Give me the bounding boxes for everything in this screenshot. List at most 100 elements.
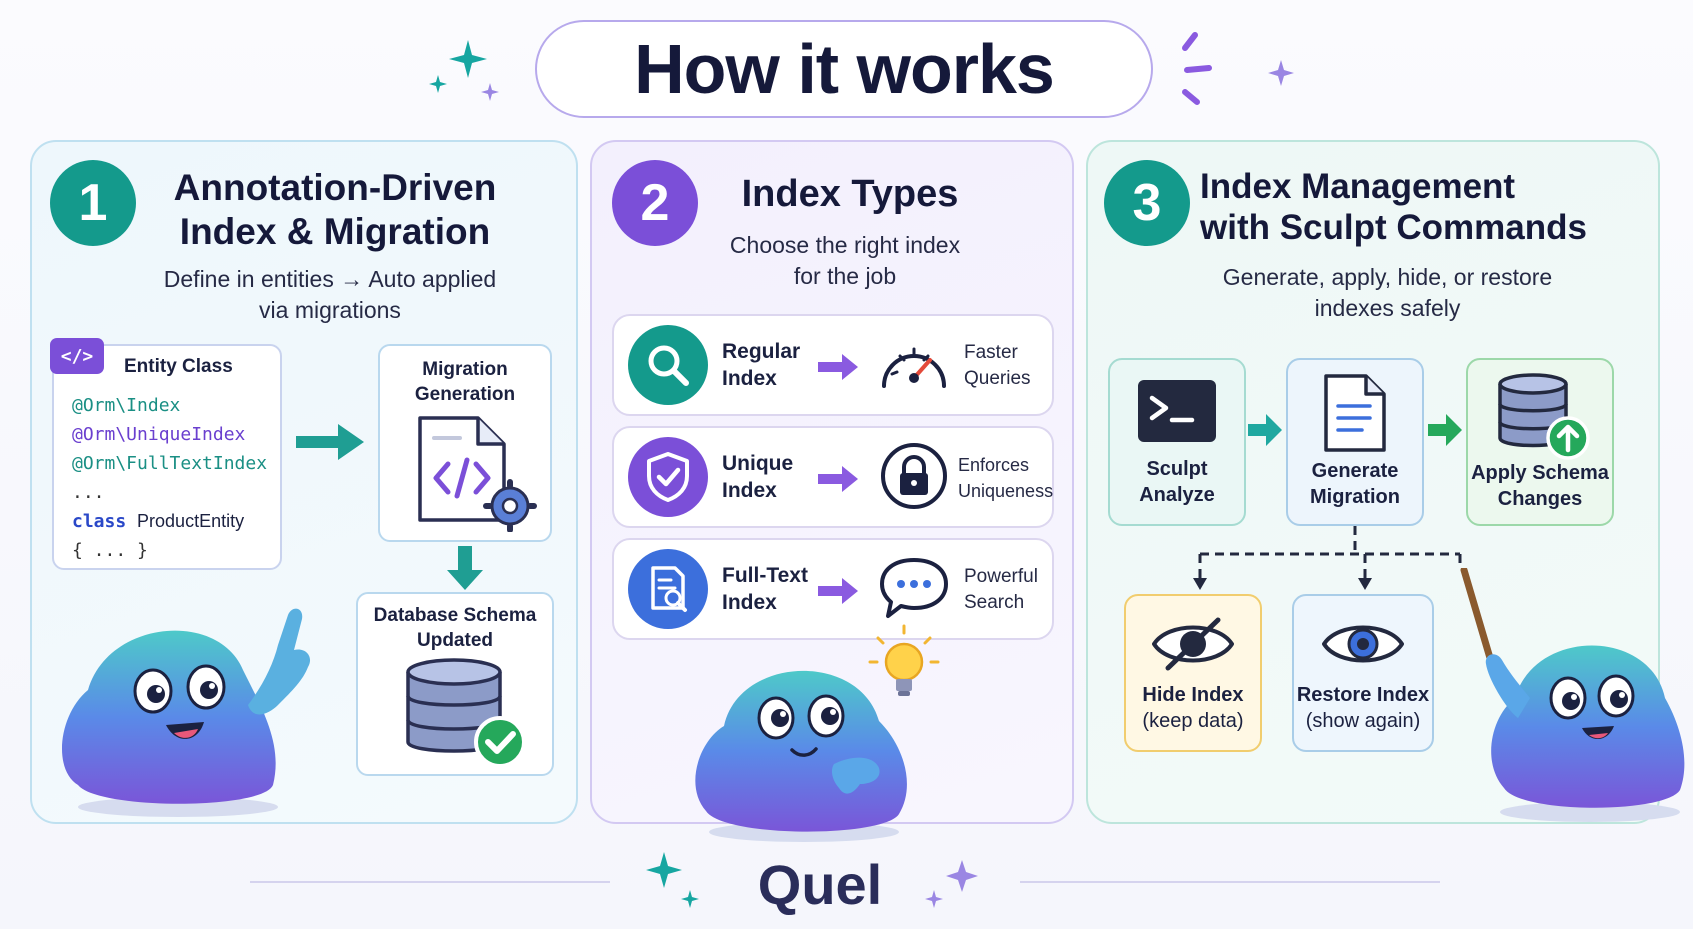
code-tag-icon: </> xyxy=(50,338,104,374)
arrow-right-icon xyxy=(818,578,858,604)
generate-migration-label: Generate Migration xyxy=(1286,458,1424,510)
generate-migration-line1: Generate xyxy=(1311,460,1399,482)
footer-divider-left xyxy=(250,881,610,883)
footer-sparkles-right xyxy=(925,860,978,908)
eye-slash-icon xyxy=(1152,617,1234,671)
arrow-right-icon xyxy=(1428,414,1462,446)
step-3-subtitle-line2: indexes safely xyxy=(1314,295,1461,322)
step-1-title: Annotation-Driven Index & Migration xyxy=(150,166,520,253)
fulltext-index-line1: Full-Text xyxy=(722,564,808,587)
apply-schema-label: Apply Schema Changes xyxy=(1466,460,1614,512)
sparkles-right xyxy=(1182,32,1294,105)
step-2-badge: 2 xyxy=(612,160,698,246)
step-2-subtitle-line1: Choose the right index xyxy=(729,232,961,258)
faster-queries-line2: Queries xyxy=(964,368,1031,389)
restore-index-line1: Restore Index xyxy=(1296,684,1430,706)
unique-index-line2: Index xyxy=(722,479,777,502)
title-pill: How it works xyxy=(535,20,1153,118)
apply-schema-line1: Apply Schema xyxy=(1471,462,1609,484)
class-keyword: class xyxy=(72,511,127,532)
step-1-subtitle-line1: Define in entities → Auto applied xyxy=(163,266,497,292)
regular-index-line1: Regular xyxy=(722,340,801,363)
code-line-class: class ProductEntity xyxy=(72,507,277,536)
step-3-subtitle-line1: Generate, apply, hide, or restore xyxy=(1222,264,1553,290)
unique-index-label: Unique Index xyxy=(722,450,793,504)
fulltext-index-label: Full-Text Index xyxy=(722,562,808,616)
arrow-right-icon xyxy=(1248,414,1282,446)
enforces-uniqueness-line1: Enforces xyxy=(958,455,1030,475)
terminal-icon xyxy=(1138,380,1216,442)
step-3-subtitle: Generate, apply, hide, or restore indexe… xyxy=(1160,262,1615,324)
powerful-search-label: Powerful Search xyxy=(964,564,1038,616)
entity-code-block: @Orm\Index @Orm\UniqueIndex @Orm\FullTex… xyxy=(72,391,277,565)
sculpt-analyze-line1: Sculpt xyxy=(1146,458,1208,480)
enforces-uniqueness-line2: Uniqueness xyxy=(958,481,1054,501)
mascot-pointer-icon xyxy=(1460,568,1685,822)
arrow-right-icon xyxy=(818,466,858,492)
arrow-right-icon xyxy=(818,354,858,380)
magnifier-icon xyxy=(628,325,708,405)
enforces-uniqueness-label: Enforces Uniqueness xyxy=(958,452,1053,504)
page-title: How it works xyxy=(634,30,1055,108)
restore-index-label: Restore Index (show again) xyxy=(1292,682,1434,734)
faster-queries-line1: Faster xyxy=(964,342,1018,363)
restore-index-line2: (show again) xyxy=(1305,710,1421,732)
step-3-title-line2: with Sculpt Commands xyxy=(1200,208,1587,248)
unique-index-line1: Unique xyxy=(722,452,794,475)
code-file-gear-icon xyxy=(418,416,537,532)
arrow-down-icon xyxy=(447,546,483,590)
sculpt-analyze-line2: Analyze xyxy=(1139,484,1215,506)
mascot-pointing-icon xyxy=(61,608,311,817)
class-name: ProductEntity xyxy=(137,511,245,531)
entity-class-title: Entity Class xyxy=(124,356,233,377)
database-check-icon xyxy=(406,658,526,768)
code-line-index: @Orm\Index xyxy=(72,395,181,416)
step-3-title: Index Management with Sculpt Commands xyxy=(1200,166,1620,249)
schema-label-line1: Database Schema xyxy=(373,605,537,626)
database-upload-icon xyxy=(1498,373,1590,460)
hide-index-label: Hide Index (keep data) xyxy=(1124,682,1262,734)
branch-box-hide-index xyxy=(1124,594,1262,752)
database-schema-label: Database Schema Updated xyxy=(356,604,554,653)
step-2-title: Index Types xyxy=(741,173,959,215)
step-1-title-line1: Annotation-Driven xyxy=(173,167,497,208)
apply-schema-line2: Changes xyxy=(1497,488,1583,510)
mascot-thinking-icon xyxy=(695,670,907,842)
faster-queries-label: Faster Queries xyxy=(964,340,1031,392)
step-3-title-line1: Index Management xyxy=(1200,167,1516,206)
fulltext-index-line2: Index xyxy=(722,591,777,614)
code-line-unique-index: @Orm\UniqueIndex xyxy=(72,424,246,445)
sparkles-left xyxy=(429,40,499,101)
chat-bubble-icon xyxy=(880,558,948,618)
arrow-right-icon xyxy=(296,424,364,460)
step-1-title-line2: Index & Migration xyxy=(179,210,491,252)
migration-label-line2: Generation xyxy=(414,383,516,405)
branch-box-restore-index xyxy=(1292,594,1434,752)
step-1-badge: 1 xyxy=(50,160,136,246)
step-1-subtitle: Define in entities → Auto applied via mi… xyxy=(90,264,570,326)
hide-index-line2: (keep data) xyxy=(1142,710,1244,732)
schema-label-line2: Updated xyxy=(417,629,493,651)
branch-connector xyxy=(1193,526,1462,590)
powerful-search-line1: Powerful xyxy=(964,566,1038,587)
regular-index-label: Regular Index xyxy=(722,338,800,392)
footer-divider-right xyxy=(1020,881,1440,883)
step-2-subtitle-line2: for the job xyxy=(793,263,897,290)
code-line-body: { ... } xyxy=(72,540,148,561)
migration-generation-label: Migration Generation xyxy=(378,358,552,407)
step-1-subtitle-line2: via migrations xyxy=(259,297,401,324)
migration-label-line1: Migration xyxy=(422,359,508,380)
document-icon xyxy=(1324,374,1386,452)
step-3-badge: 3 xyxy=(1104,160,1190,246)
regular-index-line2: Index xyxy=(722,367,777,390)
step-2-subtitle: Choose the right index for the job xyxy=(690,230,1000,292)
document-search-icon xyxy=(628,549,708,629)
shield-check-icon xyxy=(628,437,708,517)
lock-icon xyxy=(881,443,947,509)
eye-icon xyxy=(1322,625,1404,663)
code-line-ellipsis: ... xyxy=(72,482,105,503)
footer-sparkles-left xyxy=(646,852,699,908)
generate-migration-line2: Migration xyxy=(1310,486,1400,508)
hide-index-line1: Hide Index xyxy=(1142,684,1244,706)
powerful-search-line2: Search xyxy=(964,592,1025,613)
